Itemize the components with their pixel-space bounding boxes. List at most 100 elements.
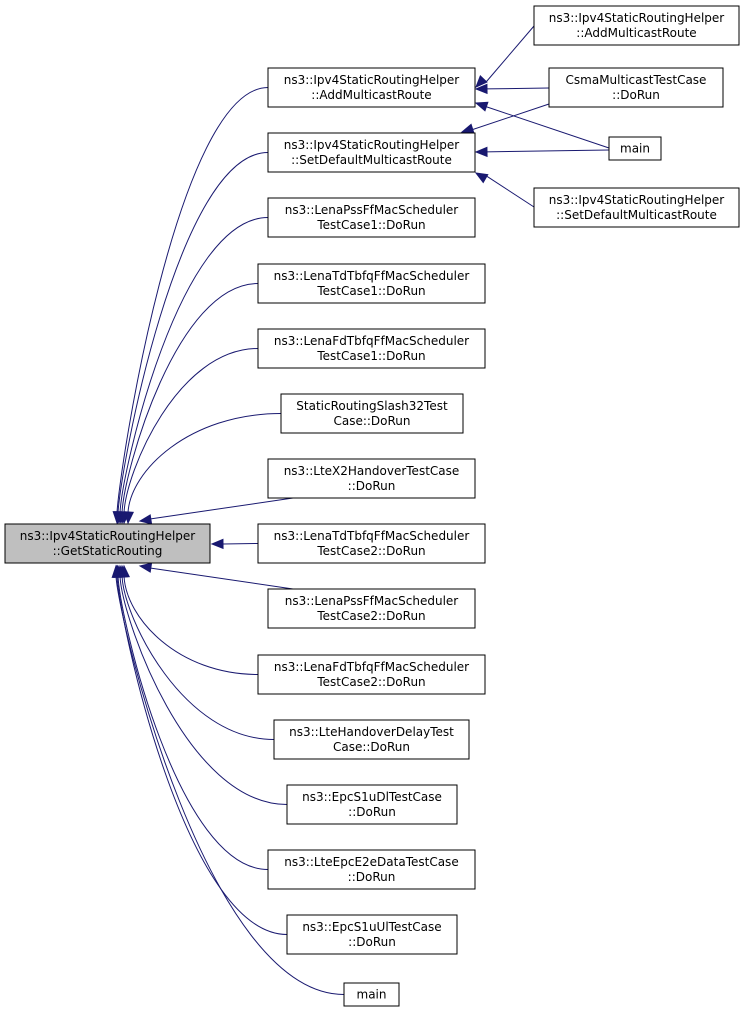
node-label: main xyxy=(357,988,387,1002)
node-label-line1: ns3::LteHandoverDelayTest xyxy=(289,725,454,739)
node-label-line2: TestCase1::DoRun xyxy=(316,349,425,363)
node-box xyxy=(343,982,400,1007)
node-label-line1: ns3::LenaPssFfMacScheduler xyxy=(285,594,458,608)
call-edge xyxy=(115,575,345,995)
node-box xyxy=(257,523,486,564)
node-caller[interactable]: ns3::LenaPssFfMacSchedulerTestCase2::DoR… xyxy=(267,588,476,629)
node-second-level[interactable]: CsmaMulticastTestCase::DoRun xyxy=(548,67,724,108)
node-label-line1: CsmaMulticastTestCase xyxy=(566,73,707,87)
arrow-head xyxy=(138,514,153,525)
node-caller[interactable]: ns3::LenaPssFfMacSchedulerTestCase1::DoR… xyxy=(267,197,476,238)
node-label-line2: ::DoRun xyxy=(612,88,660,102)
arrow-head xyxy=(474,101,489,112)
node-box xyxy=(267,197,476,238)
call-edge xyxy=(485,106,610,149)
node-label-line1: ns3::LenaPssFfMacScheduler xyxy=(285,203,458,217)
call-edge xyxy=(222,543,259,545)
node-caller[interactable]: ns3::Ipv4StaticRoutingHelper::AddMultica… xyxy=(267,67,476,108)
node-box xyxy=(608,136,662,161)
call-edge xyxy=(121,283,259,514)
call-edge xyxy=(116,87,269,514)
node-label-line2: ::DoRun xyxy=(348,479,396,493)
node-label-line2: ::AddMulticastRoute xyxy=(576,26,696,40)
call-edge xyxy=(117,152,269,514)
node-box xyxy=(273,719,470,760)
node-second-level[interactable]: main xyxy=(608,136,662,161)
arrow-head xyxy=(474,83,488,95)
node-second-level[interactable]: ns3::Ipv4StaticRoutingHelper::AddMultica… xyxy=(533,5,740,46)
arrow-head xyxy=(475,75,488,88)
node-box xyxy=(267,849,476,890)
node-caller[interactable]: ns3::EpcS1uUlTestCase::DoRun xyxy=(286,914,458,955)
call-edge xyxy=(149,567,294,590)
node-caller[interactable]: ns3::LenaTdTbfqFfMacSchedulerTestCase2::… xyxy=(257,523,486,564)
node-label-line2: ::DoRun xyxy=(348,870,396,884)
node-label-line2: ::AddMulticastRoute xyxy=(311,88,431,102)
node-label-line2: TestCase2::DoRun xyxy=(316,675,425,689)
node-caller[interactable]: main xyxy=(343,982,400,1007)
arrow-head xyxy=(138,562,153,573)
node-label-line1: ns3::EpcS1uUlTestCase xyxy=(302,920,441,934)
node-label-line2: TestCase2::DoRun xyxy=(316,544,425,558)
node-label-line2: ::SetDefaultMulticastRoute xyxy=(556,208,717,222)
node-caller[interactable]: ns3::LteX2HandoverTestCase::DoRun xyxy=(267,458,476,499)
node-box xyxy=(286,784,458,825)
node-box xyxy=(286,914,458,955)
node-box xyxy=(267,132,476,173)
node-box xyxy=(257,263,486,304)
node-box xyxy=(267,67,476,108)
call-edge xyxy=(485,149,610,153)
call-edge xyxy=(471,103,550,131)
call-edge xyxy=(119,217,269,514)
node-label-line1: ns3::Ipv4StaticRoutingHelper xyxy=(284,73,460,87)
node-label-line2: ::DoRun xyxy=(348,935,396,949)
node-label-line2: TestCase1::DoRun xyxy=(316,218,425,232)
node-label-line2: TestCase2::DoRun xyxy=(316,609,425,623)
call-edge xyxy=(485,87,550,90)
node-caller[interactable]: ns3::EpcS1uDlTestCase::DoRun xyxy=(286,784,458,825)
call-edge xyxy=(119,575,288,805)
node-second-level[interactable]: ns3::Ipv4StaticRoutingHelper::SetDefault… xyxy=(533,187,740,228)
node-label-line2: TestCase1::DoRun xyxy=(316,284,425,298)
node-label-line1: ns3::Ipv4StaticRoutingHelper xyxy=(549,11,725,25)
arrow-head xyxy=(474,146,488,158)
node-label-line2: ::SetDefaultMulticastRoute xyxy=(291,153,452,167)
node-label-line1: ns3::LteEpcE2eDataTestCase xyxy=(284,855,458,869)
call-edge xyxy=(116,575,288,935)
node-box xyxy=(533,5,740,46)
call-edge xyxy=(149,497,294,520)
call-edge xyxy=(117,575,269,870)
arrow-head xyxy=(210,538,224,550)
node-label-line2: ::DoRun xyxy=(348,805,396,819)
node-label-line1: ns3::LenaTdTbfqFfMacScheduler xyxy=(274,529,470,543)
node-caller[interactable]: ns3::Ipv4StaticRoutingHelper::SetDefault… xyxy=(267,132,476,173)
node-box xyxy=(257,328,486,369)
node-root-getstaticrouting[interactable]: ns3::Ipv4StaticRoutingHelper::GetStaticR… xyxy=(4,523,211,564)
node-label-line1: ns3::LenaFdTbfqFfMacScheduler xyxy=(274,660,469,674)
node-caller[interactable]: ns3::LenaTdTbfqFfMacSchedulerTestCase1::… xyxy=(257,263,486,304)
node-box xyxy=(257,654,486,695)
node-label-line1: ns3::Ipv4StaticRoutingHelper xyxy=(20,529,196,543)
node-label-line1: StaticRoutingSlash32Test xyxy=(296,399,448,413)
arrow-head xyxy=(111,564,122,578)
node-label-line1: ns3::Ipv4StaticRoutingHelper xyxy=(549,193,725,207)
arrow-head xyxy=(460,123,475,134)
call-edge xyxy=(485,175,535,208)
node-caller[interactable]: ns3::LenaFdTbfqFfMacSchedulerTestCase2::… xyxy=(257,654,486,695)
call-graph-edges xyxy=(111,25,610,995)
node-label-line1: ns3::LenaTdTbfqFfMacScheduler xyxy=(274,269,470,283)
call-edge xyxy=(485,25,535,83)
call-graph-nodes: ns3::Ipv4StaticRoutingHelper::GetStaticR… xyxy=(4,5,740,1007)
node-caller[interactable]: ns3::LteEpcE2eDataTestCase::DoRun xyxy=(267,849,476,890)
node-label-line2: ::GetStaticRouting xyxy=(53,544,163,558)
call-edge xyxy=(123,575,259,675)
node-box xyxy=(267,588,476,629)
node-label-line1: ns3::LteX2HandoverTestCase xyxy=(284,464,460,478)
node-label-line1: ns3::LenaFdTbfqFfMacScheduler xyxy=(274,334,469,348)
node-label-line2: Case::DoRun xyxy=(333,740,410,754)
node-caller[interactable]: ns3::LenaFdTbfqFfMacSchedulerTestCase1::… xyxy=(257,328,486,369)
node-box xyxy=(280,393,464,434)
